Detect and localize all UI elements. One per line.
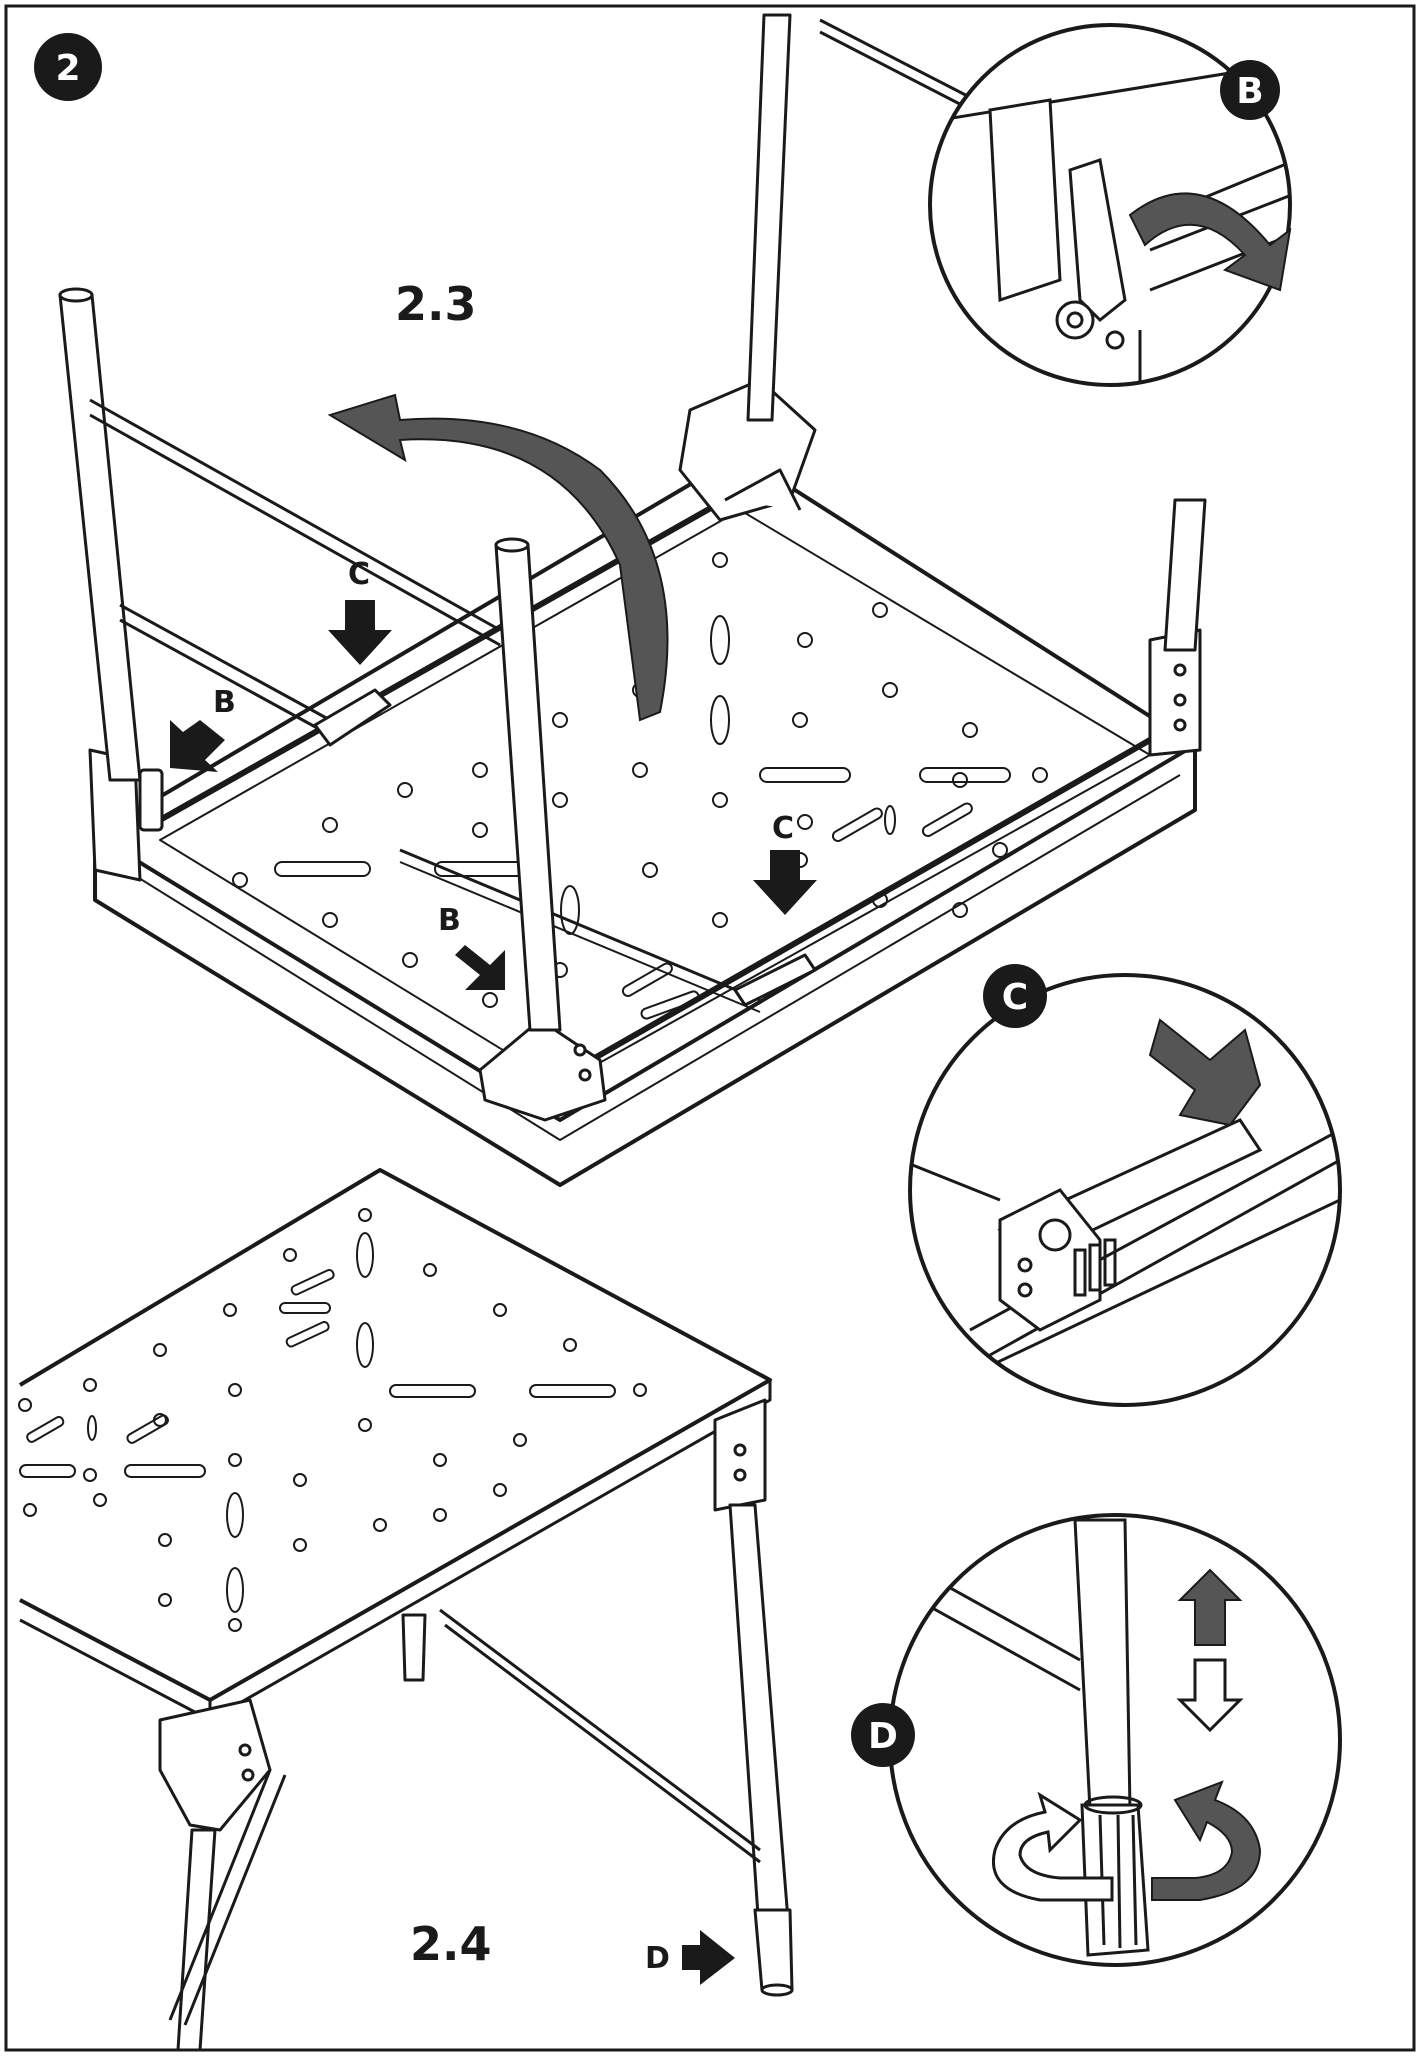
detail-b: B	[928, 23, 1292, 387]
detail-b-label: B	[1236, 71, 1263, 112]
leg-front-left	[494, 537, 562, 1032]
corner-bracket-back	[678, 378, 817, 522]
arrow-down-icon	[1176, 1658, 1244, 1733]
top-hole-pattern	[18, 1208, 647, 1632]
step-label-2-4: 2.4	[410, 1917, 492, 1971]
svg-text:B: B	[438, 903, 461, 938]
step-badge-number: 2	[55, 48, 80, 89]
detail-d: D	[851, 1513, 1342, 1967]
callout-b-left: B	[170, 685, 236, 772]
upright-leg-right	[728, 1503, 794, 1997]
corner-bracket-left	[88, 748, 164, 882]
upright-bracket-right	[713, 1398, 767, 1512]
callout-c-left: C	[328, 557, 392, 665]
clamp-c-left	[313, 688, 392, 747]
detail-c: C	[908, 964, 1342, 1407]
svg-text:D: D	[645, 1941, 670, 1976]
workbench-upright	[18, 1168, 794, 2052]
svg-text:C: C	[348, 557, 370, 592]
svg-text:B: B	[213, 685, 236, 720]
detail-d-label: D	[868, 1716, 898, 1757]
callout-b-front: B	[438, 903, 505, 990]
arrow-up-icon	[1177, 1568, 1243, 1646]
step-label-2-3: 2.3	[395, 277, 477, 331]
detail-c-label: C	[1002, 977, 1028, 1018]
callout-d: D	[645, 1930, 735, 1985]
leg-back-right	[746, 13, 792, 422]
leg-brace	[89, 18, 986, 737]
rotate-arrow	[327, 393, 669, 722]
upright-leg-back	[401, 1613, 427, 1682]
leg-back-left	[58, 287, 142, 782]
step-badge: 2	[34, 33, 102, 101]
workbench-upside-down	[58, 13, 1207, 1187]
svg-text:C: C	[772, 811, 794, 846]
upright-leg-front	[176, 1828, 217, 2052]
table-hole-pattern	[232, 552, 1048, 1020]
rotate-cw-icon	[1151, 1780, 1262, 1901]
callout-c-right: C	[753, 811, 817, 915]
leg-front-right	[1163, 498, 1207, 652]
upright-brace-side	[439, 1608, 761, 1852]
upright-bracket-front	[158, 1698, 272, 1832]
rotate-ccw-icon	[992, 1791, 1114, 1902]
page-border	[4, 4, 1416, 2052]
clamp-c-right	[733, 953, 817, 1007]
upright-brace-front	[168, 1769, 272, 2021]
